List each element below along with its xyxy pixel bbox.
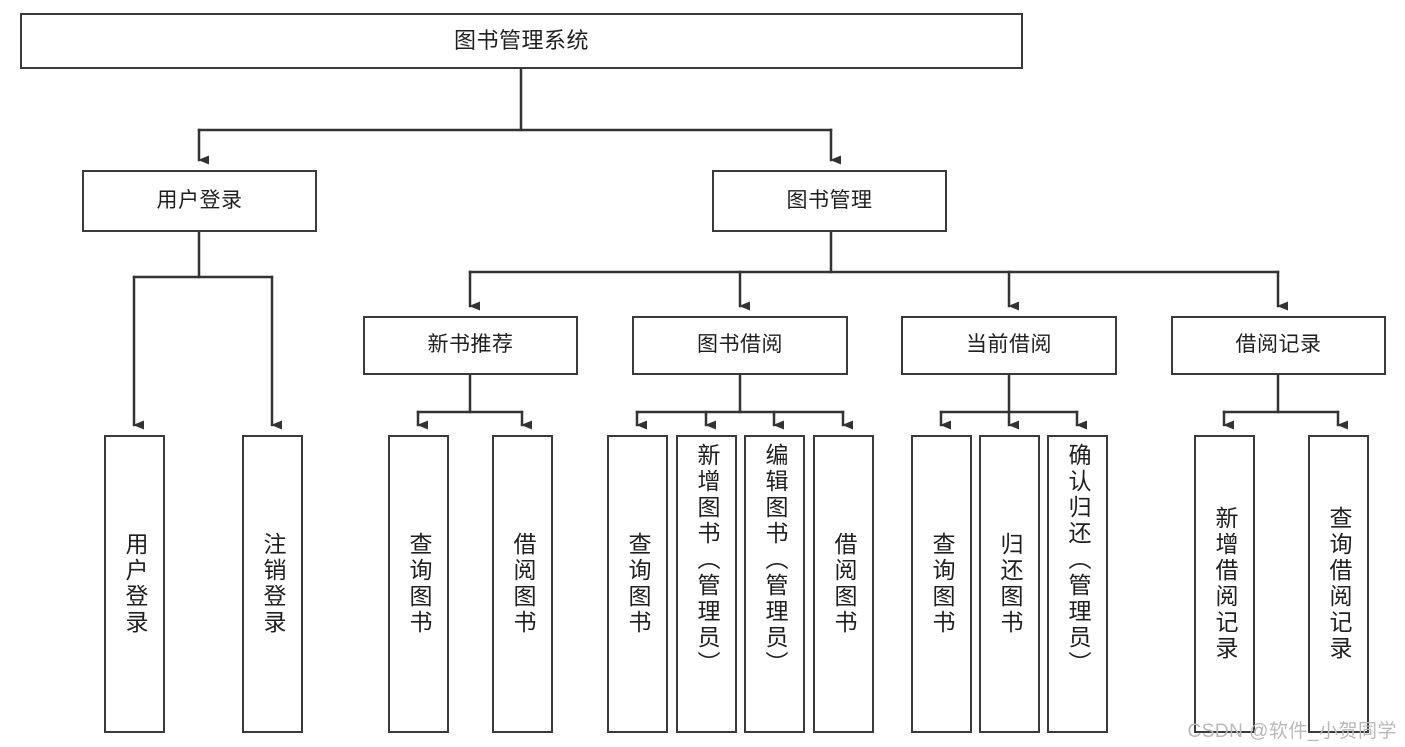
node-label: 查询图书: [625, 532, 651, 636]
node-leaf-user-login[interactable]: 用户登录: [104, 435, 165, 733]
node-label: 图书管理系统: [453, 28, 589, 54]
node-label: 编辑图书（管理员）: [762, 443, 788, 677]
node-leaf-borrow-book-newbook[interactable]: 借阅图书: [492, 435, 553, 733]
node-borrowing-record[interactable]: 借阅记录: [1171, 316, 1386, 375]
node-leaf-return-book[interactable]: 归还图书: [979, 435, 1040, 733]
node-label: 注销登录: [260, 532, 286, 636]
node-leaf-query-book-newbook[interactable]: 查询图书: [388, 435, 449, 733]
node-leaf-query-book-borrow[interactable]: 查询图书: [607, 435, 668, 733]
node-label: 借阅记录: [1235, 333, 1322, 357]
node-user-login[interactable]: 用户登录: [82, 170, 317, 232]
node-label: 图书管理: [786, 188, 873, 212]
node-label: 确认归还（管理员）: [1065, 443, 1091, 677]
node-label: 图书借阅: [697, 333, 783, 357]
node-label: 用户登录: [156, 188, 243, 212]
node-leaf-add-borrow-record[interactable]: 新增借阅记录: [1194, 435, 1255, 733]
node-label: 借阅图书: [510, 532, 536, 636]
node-label: 查询借阅记录: [1326, 506, 1352, 662]
node-label: 查询图书: [929, 532, 955, 636]
node-book-management-system[interactable]: 图书管理系统: [20, 13, 1023, 69]
node-leaf-edit-book-admin[interactable]: 编辑图书（管理员）: [744, 435, 805, 733]
node-label: 当前借阅: [966, 333, 1052, 357]
node-label: 新增借阅记录: [1212, 506, 1238, 662]
node-current-borrowing[interactable]: 当前借阅: [901, 316, 1117, 375]
node-leaf-confirm-return-admin[interactable]: 确认归还（管理员）: [1047, 435, 1108, 733]
node-label: 归还图书: [997, 532, 1023, 636]
node-new-book-recommendation[interactable]: 新书推荐: [363, 316, 578, 375]
csdn-watermark: CSDN @软件_小贺同学: [1187, 721, 1397, 742]
node-book-borrowing[interactable]: 图书借阅: [632, 316, 848, 375]
node-leaf-query-borrow-record[interactable]: 查询借阅记录: [1308, 435, 1369, 733]
node-label: 新书推荐: [427, 333, 514, 357]
node-label: 借阅图书: [831, 532, 857, 636]
node-leaf-borrow-book[interactable]: 借阅图书: [813, 435, 874, 733]
node-label: 查询图书: [406, 532, 432, 636]
node-label: 用户登录: [122, 532, 148, 636]
node-leaf-logout[interactable]: 注销登录: [242, 435, 303, 733]
node-label: 新增图书（管理员）: [694, 443, 720, 677]
node-leaf-query-book-current[interactable]: 查询图书: [911, 435, 972, 733]
node-leaf-add-book-admin[interactable]: 新增图书（管理员）: [676, 435, 737, 733]
node-book-management[interactable]: 图书管理: [712, 170, 947, 232]
